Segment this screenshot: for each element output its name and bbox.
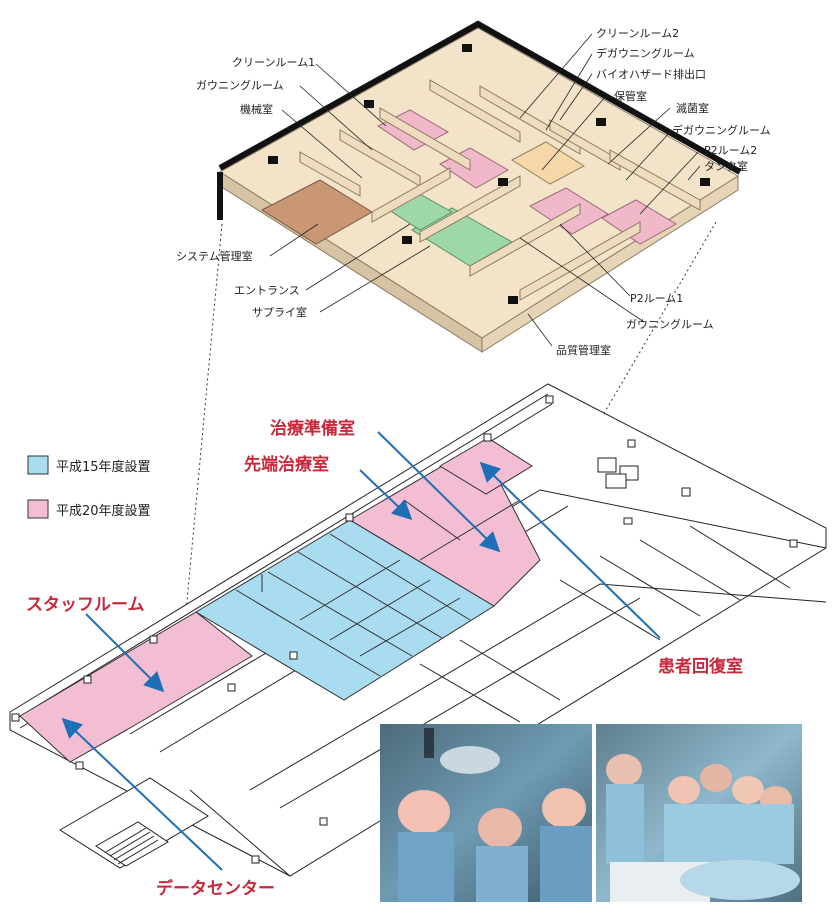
arrow-advanced-treatment-room: [359, 469, 413, 521]
floor-plan: [9, 383, 827, 877]
label-storage-room: 保管室: [614, 89, 647, 103]
legend-swatch-h20: [27, 499, 49, 519]
label-p2-room-2: P2ルーム2: [704, 144, 757, 157]
label-sterilization-room: 滅菌室: [676, 101, 709, 115]
label-biohazard-exhaust: バイオハザード排出口: [596, 67, 706, 81]
photo-icon: [606, 754, 800, 902]
surgery-photo-right: [596, 724, 802, 902]
callout-treatment-prep-room: 治療準備室: [270, 418, 355, 439]
label-tank-room: タンク室: [704, 159, 748, 173]
label-degowning-room-a: デガウニングルーム: [596, 46, 695, 60]
legend: 平成15年度設置 平成20年度設置: [27, 455, 151, 519]
label-clean-room-1: クリーンルーム1: [232, 56, 315, 69]
label-clean-room-2: クリーンルーム2: [596, 27, 679, 40]
photo-icon: [398, 728, 592, 902]
surgery-photo-left: [380, 724, 592, 902]
label-gowning-room-b: ガウニングルーム: [626, 317, 714, 331]
label-entrance: エントランス: [234, 284, 300, 297]
arrow-data-center: [61, 717, 223, 871]
label-p2-room-1: P2ルーム1: [630, 292, 683, 305]
label-system-management-room: システム管理室: [176, 249, 253, 263]
legend-swatch-h15: [27, 455, 49, 475]
label-gowning-room-a: ガウニングルーム: [196, 78, 284, 92]
callout-staff-room: スタッフルーム: [26, 595, 145, 615]
label-supply-room: サプライ室: [252, 305, 307, 319]
arrow-staff-room: [85, 613, 165, 693]
arrow-patient-recovery-room: [479, 461, 661, 639]
label-quality-control-room: 品質管理室: [556, 343, 611, 357]
legend-label-h15: 平成15年度設置: [56, 459, 151, 475]
label-machine-room: 機械室: [240, 102, 273, 116]
callout-patient-recovery-room: 患者回復室: [658, 656, 743, 677]
callout-advanced-treatment-room: 先端治療室: [244, 454, 329, 475]
callouts: 治療準備室 先端治療室 スタッフルーム 患者回復室 データセンター: [26, 418, 743, 899]
callout-data-center: データセンター: [156, 878, 275, 899]
legend-label-h20: 平成20年度設置: [56, 503, 151, 519]
label-degowning-room-b: デガウニングルーム: [672, 123, 771, 137]
arrow-treatment-prep-room: [377, 431, 501, 553]
isometric-cutaway: クリーンルーム1 ガウニングルーム 機械室 クリーンルーム2 デガウニングルーム…: [176, 20, 771, 357]
